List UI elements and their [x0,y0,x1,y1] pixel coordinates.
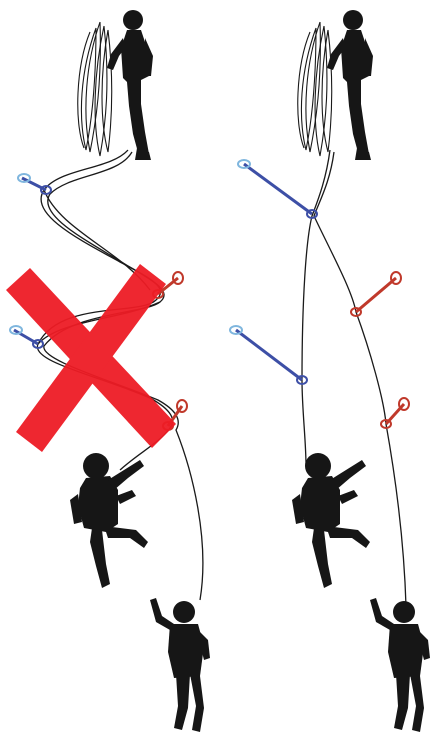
panel-correct [230,10,430,732]
standing-belayer-icon [327,10,373,160]
climber-icon [292,453,370,588]
quickdraw-icon [18,174,51,194]
cross-mark-icon [6,264,176,452]
quickdraw-icon [351,272,401,316]
quickdraw-icon [238,160,317,218]
quickdraw-icon [230,326,307,384]
rope-coil-icon [78,22,112,156]
rope-coil-icon [298,22,332,156]
climber-icon [370,598,430,732]
climber-icon [70,453,148,588]
panel-incorrect [6,10,210,732]
standing-belayer-icon [107,10,153,160]
climber-icon [150,598,210,732]
